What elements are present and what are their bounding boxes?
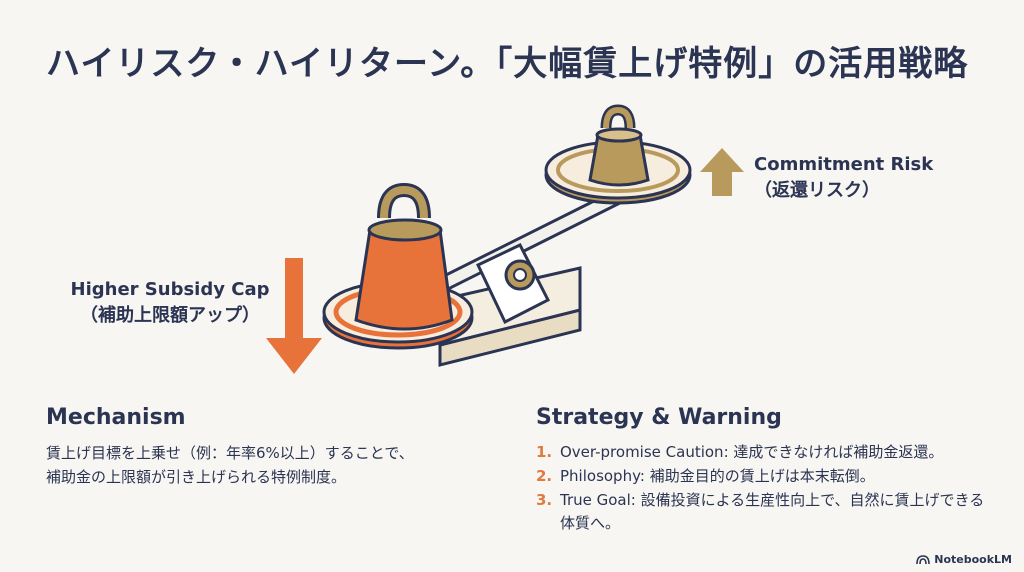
higher-subsidy-cap-label-ja: （補助上限額アップ） bbox=[80, 305, 260, 326]
list-item: 2. Philosophy: 補助金目的の賃上げは本末転倒。 bbox=[536, 465, 996, 488]
seesaw-scale-illustration bbox=[266, 104, 744, 374]
up-arrow bbox=[700, 148, 744, 196]
commitment-risk-label: Commitment Risk （返還リスク） bbox=[754, 152, 933, 204]
higher-subsidy-cap-label-en: Higher Subsidy Cap bbox=[70, 279, 270, 300]
mechanism-line-2: 補助金の上限額が引き上げられる特例制度。 bbox=[46, 468, 347, 486]
list-item-text: Philosophy: 補助金目的の賃上げは本末転倒。 bbox=[560, 467, 875, 485]
higher-subsidy-cap-label: Higher Subsidy Cap （補助上限額アップ） bbox=[60, 277, 280, 329]
list-item-number: 3. bbox=[536, 491, 553, 509]
scale-pivot bbox=[476, 243, 551, 325]
list-item-number: 1. bbox=[536, 443, 553, 461]
list-item: 1. Over-promise Caution: 達成できなければ補助金返還。 bbox=[536, 441, 996, 464]
list-item-text: Over-promise Caution: 達成できなければ補助金返還。 bbox=[560, 443, 944, 461]
commitment-risk-label-en: Commitment Risk bbox=[754, 154, 934, 175]
commitment-risk-label-ja: （返還リスク） bbox=[754, 180, 880, 201]
list-item: 3. True Goal: 設備投資による生産性向上で、自然に賃上げできる体質へ… bbox=[536, 489, 996, 535]
mechanism-text: 賃上げ目標を上乗せ（例：年率6%以上）することで、 補助金の上限額が引き上げられ… bbox=[46, 441, 486, 489]
mechanism-heading: Mechanism bbox=[46, 405, 186, 430]
notebooklm-icon bbox=[916, 554, 931, 564]
heavy-weight bbox=[354, 182, 454, 331]
strategy-list: 1. Over-promise Caution: 達成できなければ補助金返還。 … bbox=[536, 441, 996, 536]
mechanism-line-1: 賃上げ目標を上乗せ（例：年率6%以上）することで、 bbox=[46, 444, 414, 462]
list-item-text: True Goal: 設備投資による生産性向上で、自然に賃上げできる体質へ。 bbox=[560, 491, 985, 532]
down-arrow bbox=[266, 258, 322, 374]
notebooklm-brand-text: NotebookLM bbox=[934, 553, 1012, 566]
notebooklm-brand: NotebookLM bbox=[916, 553, 1012, 566]
light-weight bbox=[588, 104, 650, 187]
list-item-number: 2. bbox=[536, 467, 553, 485]
strategy-heading: Strategy & Warning bbox=[536, 405, 782, 430]
page-title: ハイリスク・ハイリターン。「大幅賃上げ特例」の活用戦略 bbox=[46, 44, 969, 84]
